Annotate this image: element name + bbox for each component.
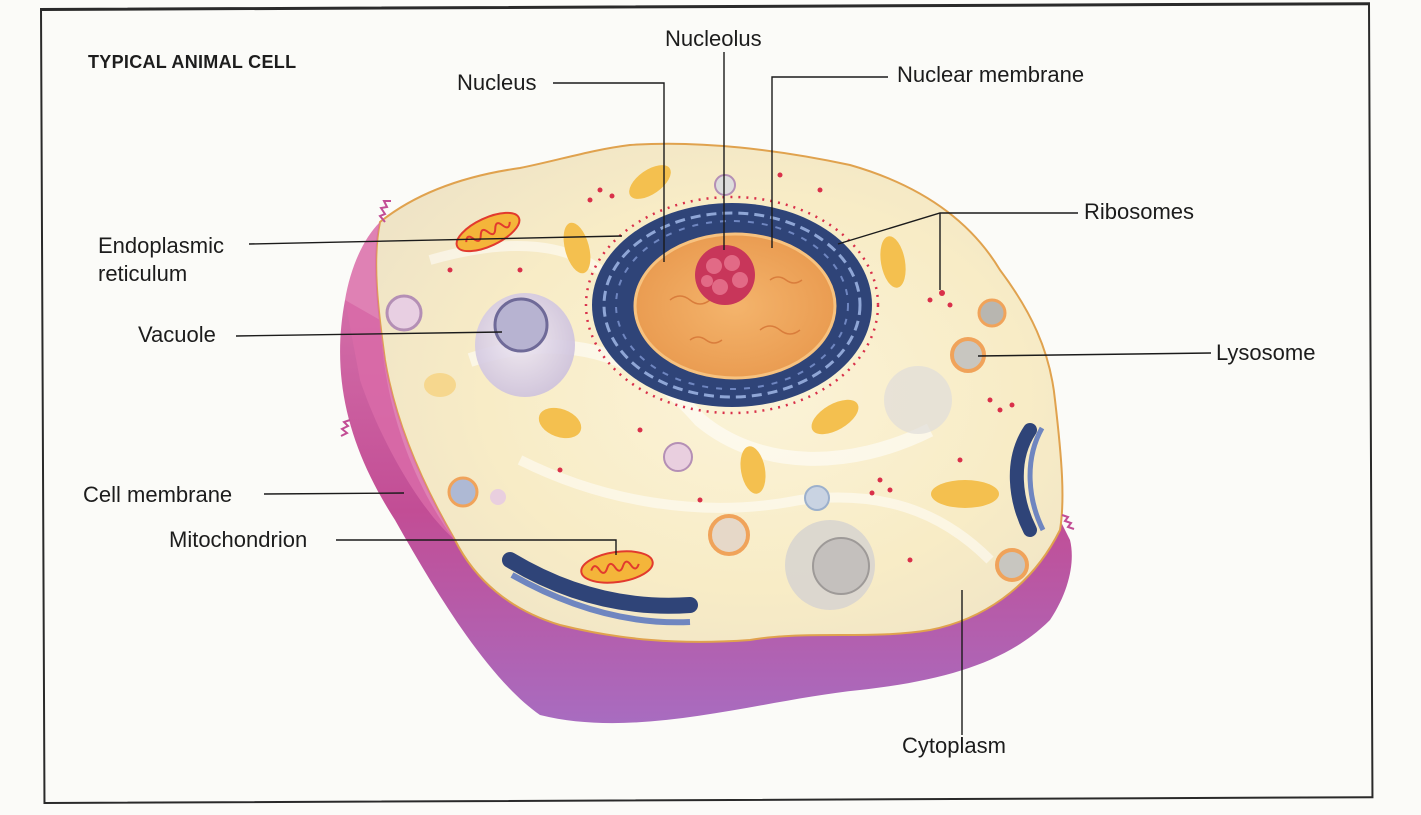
lysosomes (447, 174, 1029, 582)
label-endoplasmic-line2: reticulum (98, 261, 188, 286)
golgi-apparatus (502, 423, 1046, 626)
label-nucleolus: Nucleolus (665, 26, 762, 51)
cell-wall-left-face (345, 222, 455, 540)
nucleolus (695, 245, 755, 305)
cell-wall-side (340, 300, 1072, 724)
label-endoplasmic-line1: Endoplasmic (98, 233, 224, 258)
vacuole (475, 293, 575, 397)
label-mitochondrion: Mitochondrion (169, 527, 308, 552)
nucleus (633, 232, 837, 380)
label-nuclear-membrane: Nuclear membrane (897, 62, 1085, 87)
label-nucleus: Nucleus (457, 70, 537, 95)
label-vacuole: Vacuole (138, 322, 216, 347)
label-cell-membrane: Cell membrane (83, 482, 233, 507)
leader-lines (235, 52, 1212, 735)
label-cytoplasm: Cytoplasm (902, 733, 1006, 758)
label-ribosomes: Ribosomes (1084, 199, 1195, 224)
diagram-title: TYPICAL ANIMAL CELL (88, 52, 297, 72)
label-lysosome: Lysosome (1216, 340, 1316, 365)
ribosome-dots (447, 172, 1015, 563)
mitochondria (424, 165, 999, 584)
